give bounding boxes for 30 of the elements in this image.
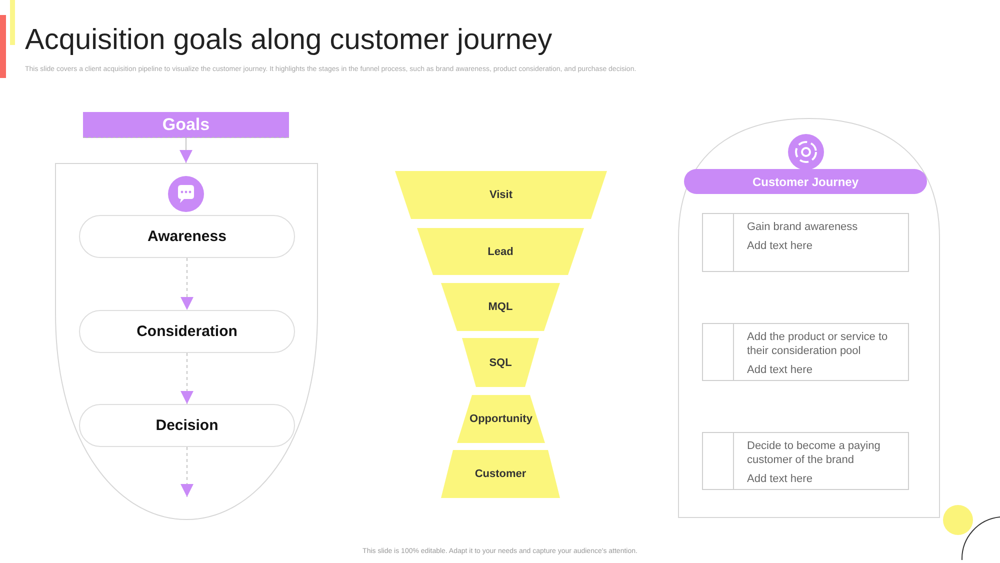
title: Acquisition goals along customer journey	[25, 24, 552, 57]
stage-label: SQL	[489, 356, 512, 368]
stage-label: Consideration	[136, 323, 238, 340]
arrow	[180, 258, 194, 310]
placeholder-text: Add text here	[747, 363, 814, 377]
header-label: Goals	[162, 114, 210, 134]
stage-label: Customer	[474, 468, 526, 480]
arrow	[180, 352, 194, 404]
stage-pill	[79, 310, 295, 353]
stage-pill	[79, 404, 295, 447]
text-card	[702, 213, 909, 272]
stage-label: Decision	[156, 417, 218, 434]
stage-label: Awareness	[148, 228, 226, 245]
stage-pill	[79, 215, 295, 258]
card-text: Gain brand awareness	[747, 220, 859, 234]
header-bar	[684, 169, 927, 194]
stage-label: Lead	[488, 246, 514, 258]
card-text: Add the product or service to their consideration pool	[747, 330, 889, 358]
card-text: Decide to become a paying customer of the brand	[747, 439, 882, 467]
stage-label: Visit	[489, 189, 513, 201]
header-bar	[83, 112, 289, 138]
text-card	[702, 323, 909, 381]
placeholder-text: Add text here	[747, 239, 814, 253]
arrow	[180, 138, 192, 164]
header-label: Customer Journey	[752, 174, 859, 188]
stage-label: Opportunity	[470, 413, 532, 425]
arrow	[180, 446, 194, 498]
text-card	[702, 432, 909, 490]
placeholder-text: Add text here	[747, 472, 814, 486]
stage-label: MQL	[488, 301, 513, 313]
